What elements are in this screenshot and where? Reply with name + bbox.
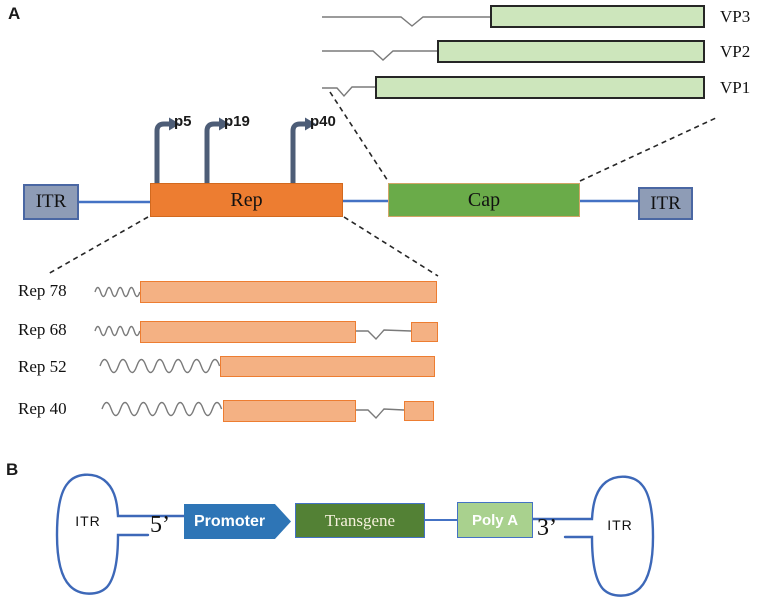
rep68-splice-line: [356, 329, 412, 341]
itr-right-box: ITR: [638, 187, 693, 220]
vp3-label: VP3: [720, 7, 751, 26]
vp1-leader-line: [322, 86, 375, 98]
rep40-splice-line: [356, 408, 405, 420]
rep68-exon-box: [140, 321, 356, 343]
promoter-arrow-box: Promoter: [184, 504, 291, 539]
five-prime-label: 5’: [150, 512, 170, 538]
itr-loop-left-label: ITR: [75, 513, 101, 529]
p19-promoter-arrow-icon: [204, 121, 220, 184]
cap-expansion-dash-left: [329, 91, 389, 182]
rep78-wavy-line: [94, 286, 141, 298]
itr-loop-left: [55, 473, 187, 595]
vp3-leader-line: [322, 16, 490, 27]
itr-loop-right-label: ITR: [607, 517, 633, 533]
vp1-box: [375, 76, 705, 99]
vp3-box: [490, 5, 705, 28]
p40-promoter-label: p40: [310, 113, 336, 130]
p5-arrowhead-icon: [169, 117, 180, 131]
itr-loop-right: [531, 475, 655, 597]
p19-promoter-label: p19: [224, 113, 250, 130]
panel-a-label: A: [8, 4, 21, 23]
p40-arrowhead-icon: [305, 117, 316, 131]
vp1-label: VP1: [720, 78, 751, 97]
vp2-leader-line: [322, 50, 437, 61]
rep40-label: Rep 40: [18, 399, 67, 418]
vp2-label: VP2: [720, 42, 751, 61]
p40-promoter-arrow-icon: [290, 121, 306, 184]
rep52-wavy-line: [99, 358, 221, 374]
rep68-wavy-line: [94, 325, 141, 337]
three-prime-label: 3’: [537, 515, 557, 541]
rep68-label: Rep 68: [18, 320, 67, 339]
p19-arrowhead-icon: [219, 117, 230, 131]
vp2-box: [437, 40, 705, 63]
p5-promoter-label: p5: [174, 113, 192, 130]
rep-expansion-dash-left: [47, 216, 149, 275]
rep40-small-exon-box: [404, 401, 434, 421]
transgene-box: Transgene: [295, 503, 425, 538]
p5-promoter-arrow-icon: [154, 121, 170, 184]
rep40-wavy-line: [101, 401, 223, 417]
rep52-label: Rep 52: [18, 357, 67, 376]
polya-box: Poly A: [457, 502, 533, 538]
rep78-label: Rep 78: [18, 281, 67, 300]
cap-gene-box: Cap: [388, 183, 580, 217]
rep-expansion-dash-right: [343, 216, 439, 277]
cap-expansion-dash-right: [579, 116, 719, 182]
itr-left-box: ITR: [23, 184, 79, 220]
panel-b-label: B: [6, 460, 19, 479]
rep78-exon-box: [140, 281, 437, 303]
rep68-small-exon-box: [411, 322, 438, 342]
rep-gene-box: Rep: [150, 183, 343, 217]
rep40-exon-box: [223, 400, 356, 422]
rep52-exon-box: [220, 356, 435, 377]
